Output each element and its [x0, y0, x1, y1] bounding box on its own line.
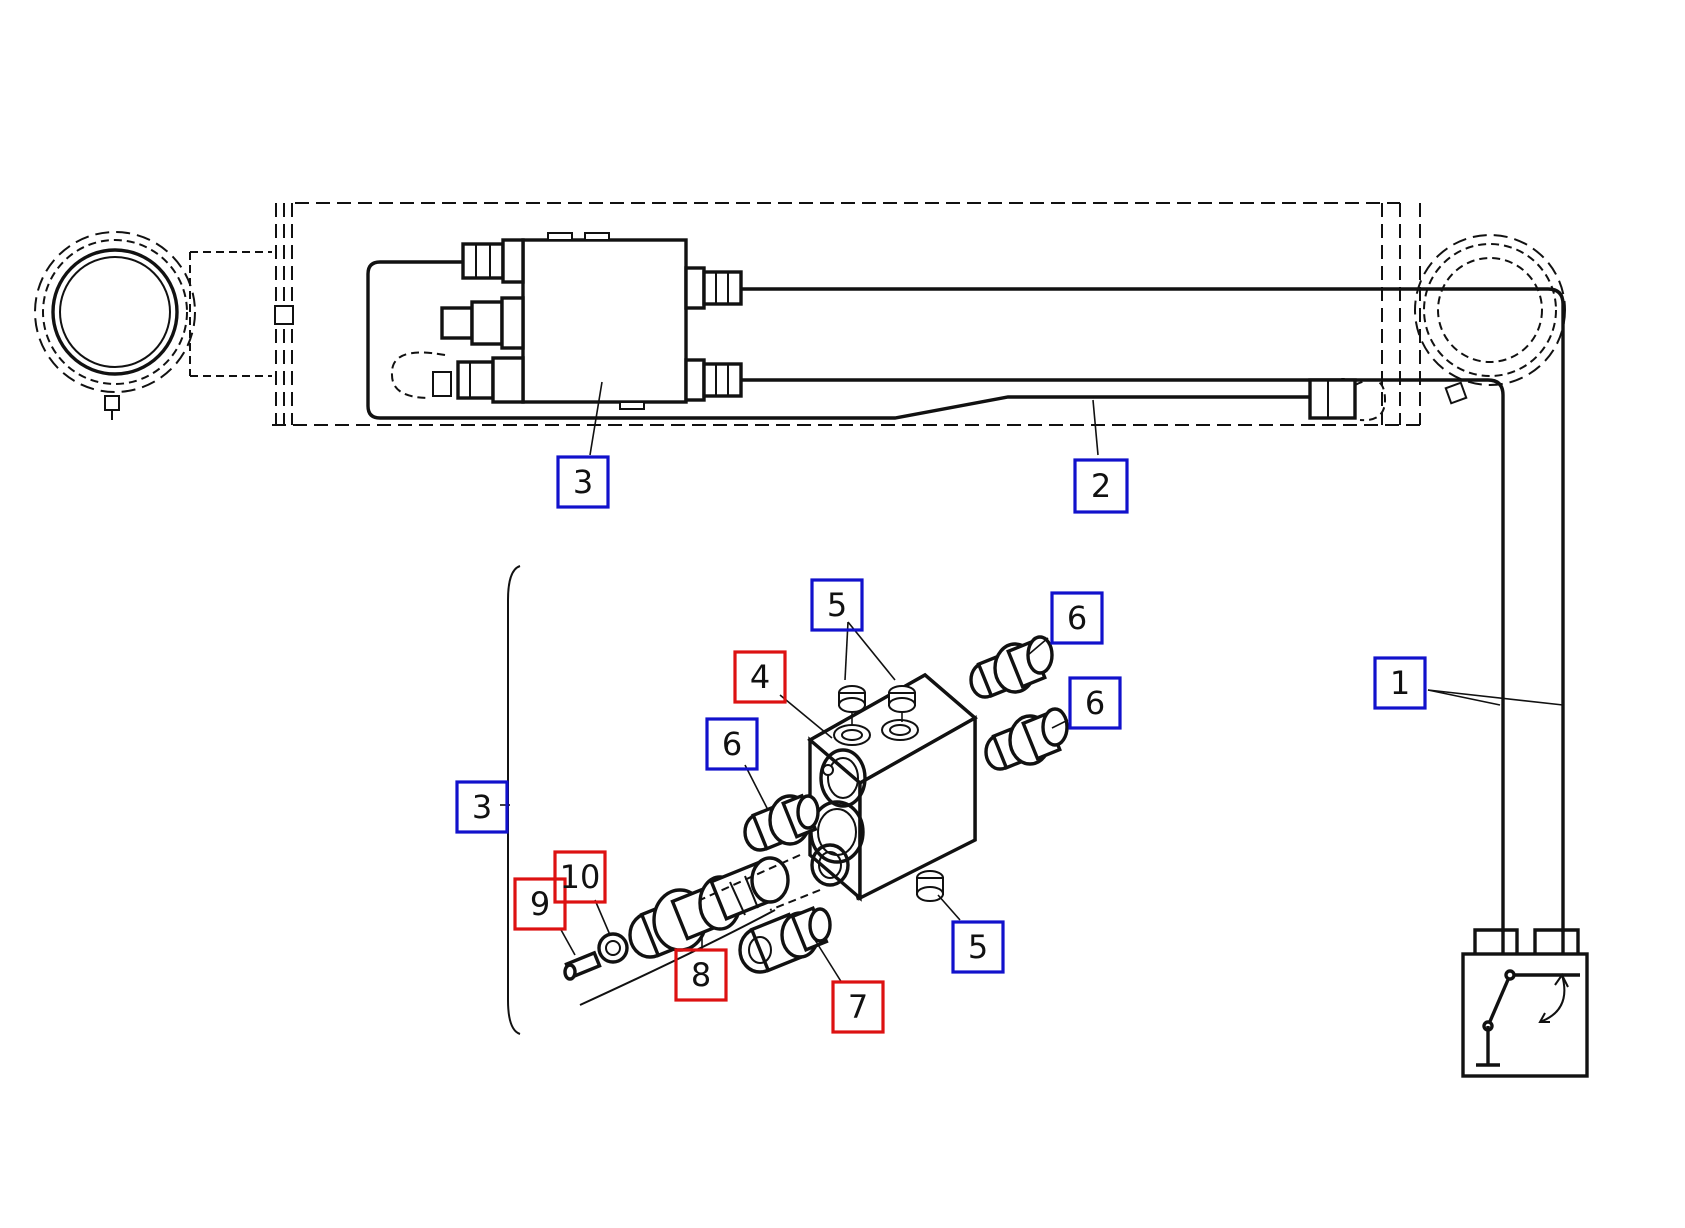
fitting-6-left — [743, 793, 820, 852]
callout-5-bottom-label: 5 — [968, 928, 988, 966]
callout-4-label: 4 — [750, 658, 770, 696]
callout-10-label: 10 — [560, 858, 601, 896]
boom-outline — [272, 202, 1421, 426]
callout-6-left: 6 — [705, 717, 759, 771]
left-pivot-eye — [34, 231, 272, 420]
hose-item-2 — [366, 260, 1387, 422]
top-valve-block — [390, 232, 743, 410]
callout-6-lower-right-label: 6 — [1085, 684, 1105, 722]
boom-assembly — [34, 202, 1589, 1078]
callout-3-bracket-label: 3 — [472, 788, 492, 826]
exploded-valve-view — [507, 565, 1069, 1035]
nut-item-10 — [597, 932, 629, 964]
top-plugs — [838, 685, 916, 725]
bottom-plug — [916, 870, 944, 902]
callout-2: 2 — [1073, 458, 1129, 514]
callout-9: 9 — [513, 877, 567, 931]
callout-10: 10 — [553, 850, 607, 904]
callout-5-top-label: 5 — [827, 586, 847, 624]
callout-6-upper-right: 6 — [1050, 591, 1104, 645]
control-lever-box — [1461, 928, 1589, 1078]
right-pivot-eye — [1414, 234, 1566, 405]
leader-lines — [500, 381, 1564, 984]
callout-5-top: 5 — [810, 578, 864, 632]
callout-6-left-label: 6 — [722, 725, 742, 763]
callout-8: 8 — [674, 948, 728, 1002]
callout-3-top: 3 — [556, 455, 610, 509]
cartridge-valve — [628, 856, 790, 959]
callout-2-label: 2 — [1091, 467, 1111, 505]
callout-7-label: 7 — [848, 988, 868, 1026]
fitting-6-lower-right — [984, 707, 1069, 771]
callout-6-upper-right-label: 6 — [1067, 599, 1087, 637]
callout-8-label: 8 — [691, 956, 711, 994]
callout-6-lower-right: 6 — [1068, 676, 1122, 730]
callout-1: 1 — [1373, 656, 1427, 710]
callout-5-bottom: 5 — [951, 920, 1005, 974]
assembly-bracket — [507, 565, 521, 1035]
callout-3-bracket: 3 — [455, 780, 509, 834]
fitting-6-upper-right — [969, 635, 1054, 699]
pin-item-9 — [563, 950, 602, 981]
fitting-7 — [738, 906, 832, 974]
callout-7: 7 — [831, 980, 885, 1034]
callout-9-label: 9 — [530, 885, 550, 923]
callout-4: 4 — [733, 650, 787, 704]
callout-1-label: 1 — [1390, 664, 1410, 702]
callout-3-top-label: 3 — [573, 463, 593, 501]
